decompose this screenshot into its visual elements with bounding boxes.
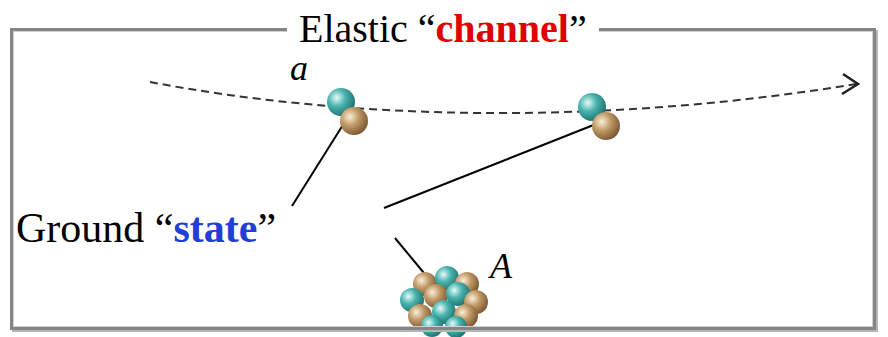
trajectory: [150, 82, 856, 113]
particle-label: a: [290, 48, 308, 89]
state-label: Ground “state”: [16, 204, 276, 252]
leader-lines: [292, 120, 596, 290]
particle-label: A: [490, 246, 512, 287]
leader-line: [292, 120, 346, 206]
frame-box: Elastic “channel”: [10, 28, 876, 330]
leader-line: [384, 124, 596, 208]
arrow-head: [842, 74, 858, 94]
deuteron: [327, 88, 368, 135]
frame-title: Elastic “channel”: [287, 6, 599, 52]
deuteron: [578, 93, 620, 140]
nucleus: [400, 266, 488, 337]
